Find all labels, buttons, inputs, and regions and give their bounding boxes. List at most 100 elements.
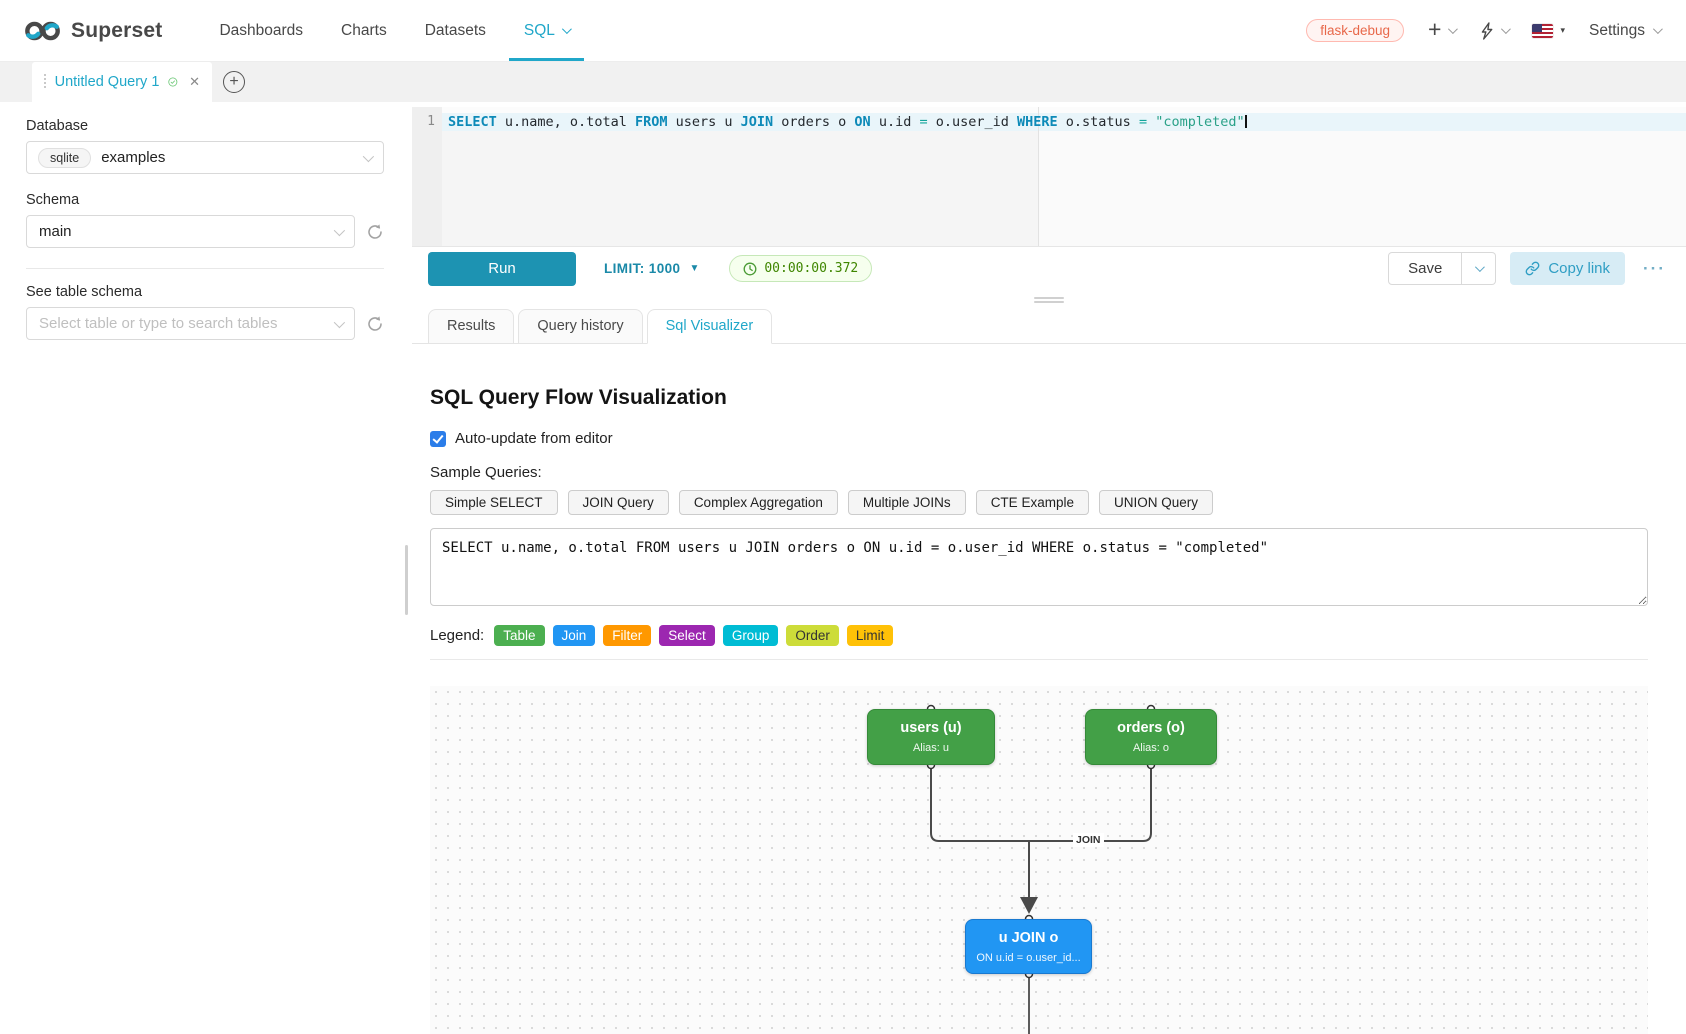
sample-join-query-button[interactable]: JOIN Query <box>567 490 669 515</box>
database-select[interactable]: sqlite examples <box>26 141 384 174</box>
limit-value: 1000 <box>648 261 681 276</box>
limit-dropdown[interactable]: LIMIT: 1000 ▼ <box>604 261 699 276</box>
tab-results[interactable]: Results <box>428 309 515 344</box>
chevron-down-icon <box>333 224 346 236</box>
menu-sql-label: SQL <box>523 21 555 39</box>
join-edge-label: JOIN <box>1073 833 1104 847</box>
chevron-down-icon <box>1448 24 1459 35</box>
drag-handle-icon[interactable] <box>44 74 46 90</box>
legend-badge-limit: Limit <box>846 625 894 646</box>
chevron-down-icon <box>362 150 375 162</box>
new-item-dropdown[interactable]: + <box>1428 15 1459 42</box>
section-divider <box>430 659 1648 660</box>
sidebar-splitter-handle[interactable] <box>405 545 408 615</box>
query-tabstrip: Untitled Query 1 ✕ + <box>0 62 1686 102</box>
run-button[interactable]: Run <box>428 251 576 286</box>
legend-badge-order: Order <box>786 625 839 646</box>
node-subtitle: Alias: o <box>1132 742 1170 754</box>
sample-union-query-button[interactable]: UNION Query <box>1098 490 1213 515</box>
schema-select[interactable]: main <box>26 215 355 248</box>
main-menu: Dashboards Charts Datasets SQL <box>200 0 587 61</box>
superset-brand[interactable]: Superset <box>24 19 162 43</box>
plus-icon: + <box>1428 15 1442 42</box>
schema-label: Schema <box>26 192 80 208</box>
auto-update-toggle[interactable]: Auto-update from editor <box>430 430 1648 447</box>
legend: Legend: Table Join Filter Select Group O… <box>430 625 1648 646</box>
menu-sql[interactable]: SQL <box>505 0 588 61</box>
sqllab-left-sidebar: Database sqlite examples Schema main See… <box>0 102 410 1034</box>
menu-charts[interactable]: Charts <box>341 21 387 39</box>
query-timer: 00:00:00.372 <box>729 255 873 282</box>
language-dropdown[interactable]: ▾ <box>1532 23 1565 38</box>
sidebar-divider <box>26 268 384 269</box>
table-node-orders[interactable]: orders (o) Alias: o <box>1085 709 1217 765</box>
superset-logo-icon <box>25 21 60 40</box>
editor-top-strip <box>442 107 1686 113</box>
close-tab-icon[interactable]: ✕ <box>189 74 200 89</box>
query-tab-active[interactable]: Untitled Query 1 ✕ <box>32 62 212 102</box>
refresh-tables-icon[interactable] <box>366 315 384 333</box>
timer-value: 00:00:00.372 <box>764 261 859 276</box>
save-options-button[interactable] <box>1462 252 1497 285</box>
chevron-down-icon <box>333 316 346 328</box>
top-navbar: Superset Dashboards Charts Datasets SQL … <box>0 0 1686 62</box>
table-select[interactable]: Select table or type to search tables <box>26 307 355 340</box>
auto-update-label: Auto-update from editor <box>455 430 613 447</box>
node-subtitle: Alias: u <box>912 742 950 754</box>
caret-down-icon: ▾ <box>1560 25 1565 35</box>
page-title: SQL Query Flow Visualization <box>430 386 727 409</box>
alerts-dropdown[interactable] <box>1479 21 1512 40</box>
link-icon <box>1525 261 1540 276</box>
legend-badge-table: Table <box>494 625 545 646</box>
settings-menu[interactable]: Settings <box>1588 21 1663 40</box>
tab-query-history[interactable]: Query history <box>518 309 643 344</box>
legend-badge-select: Select <box>659 625 715 646</box>
editor-gutter: 1 <box>412 107 442 246</box>
more-options-button[interactable]: ··· <box>1643 258 1666 278</box>
editor-toolbar: Run LIMIT: 1000 ▼ 00:00:00.372 Save <box>412 246 1686 290</box>
node-title: orders (o) <box>1117 720 1185 736</box>
sample-cte-example-button[interactable]: CTE Example <box>975 490 1089 515</box>
sql-editor[interactable]: 1 SELECT u.name, o.total FROM users u JO… <box>412 107 1686 246</box>
database-value: examples <box>101 149 166 166</box>
flow-canvas[interactable]: users (u) Alias: u orders (o) Alias: o u… <box>430 686 1648 1034</box>
menu-datasets[interactable]: Datasets <box>424 21 486 39</box>
editor-print-margin <box>1038 107 1039 246</box>
query-input[interactable]: SELECT u.name, o.total FROM users u JOIN… <box>430 528 1648 606</box>
us-flag-icon <box>1532 23 1554 38</box>
tab-sql-visualizer[interactable]: Sql Visualizer <box>646 309 773 344</box>
visualizer-panel: SQL Query Flow Visualization Auto-update… <box>412 386 1686 1034</box>
sample-query-buttons: Simple SELECT JOIN Query Complex Aggrega… <box>430 490 1648 515</box>
editor-code-area[interactable]: SELECT u.name, o.total FROM users u JOIN… <box>442 107 1686 246</box>
settings-label: Settings <box>1588 21 1645 39</box>
chevron-down-icon <box>1652 24 1663 35</box>
sample-complex-aggregation-button[interactable]: Complex Aggregation <box>678 490 838 515</box>
caret-down-icon: ▼ <box>689 263 700 274</box>
refresh-schema-icon[interactable] <box>366 223 384 241</box>
save-button[interactable]: Save <box>1388 252 1463 285</box>
auto-update-checkbox[interactable] <box>430 430 446 447</box>
join-node[interactable]: u JOIN o ON u.id = o.user_id... <box>965 919 1092 974</box>
environment-tag: flask-debug <box>1306 19 1405 42</box>
saved-check-icon <box>168 77 178 87</box>
table-node-users[interactable]: users (u) Alias: u <box>867 709 995 765</box>
result-tabs: Results Query history Sql Visualizer <box>412 309 1686 344</box>
legend-label: Legend: <box>430 627 485 644</box>
add-query-tab-button[interactable]: + <box>212 62 256 102</box>
chevron-down-icon <box>1501 24 1512 35</box>
legend-badge-group: Group <box>722 625 779 646</box>
pane-resize-handle[interactable] <box>1034 297 1064 303</box>
sample-simple-select-button[interactable]: Simple SELECT <box>430 490 558 515</box>
node-subtitle: ON u.id = o.user_id... <box>976 951 1081 964</box>
legend-badge-join: Join <box>552 625 596 646</box>
db-engine-badge: sqlite <box>38 147 92 168</box>
menu-dashboards[interactable]: Dashboards <box>219 21 304 39</box>
copy-link-label: Copy link <box>1548 260 1611 277</box>
sql-code-line: SELECT u.name, o.total FROM users u JOIN… <box>448 114 1247 130</box>
copy-link-button[interactable]: Copy link <box>1510 252 1626 285</box>
sample-multiple-joins-button[interactable]: Multiple JOINs <box>847 490 966 515</box>
node-title: users (u) <box>900 720 962 736</box>
brand-name: Superset <box>71 18 163 42</box>
flow-edges <box>926 704 1156 1034</box>
editor-active-line <box>442 113 1686 131</box>
